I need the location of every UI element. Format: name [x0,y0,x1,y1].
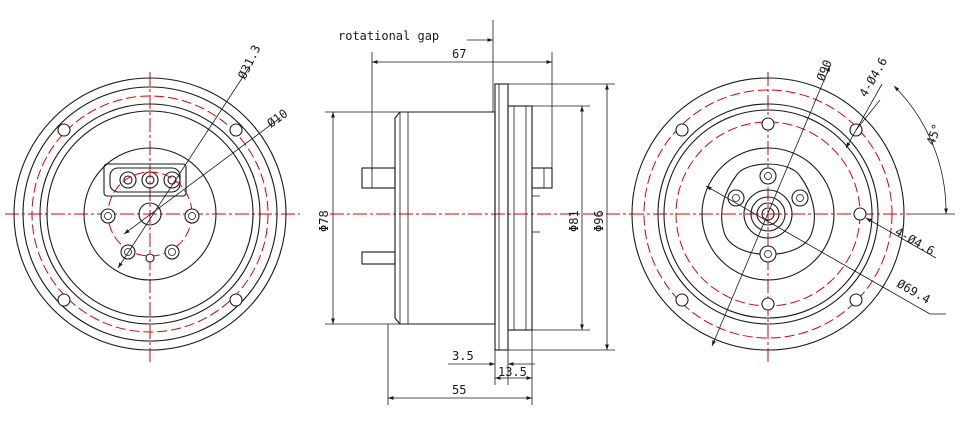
left-dim-10-leader [123,117,281,235]
right-holes-bottom-label: 4-Ø4.6 [893,224,938,258]
dim-55-label: 55 [452,383,466,397]
rotational-gap-label: rotational gap [338,29,439,43]
dim-67-label: 67 [452,47,466,61]
left-mount-hole [229,123,243,137]
left-mount-hole [57,123,71,137]
left-connector-pins [119,171,181,189]
left-shaft [138,202,162,226]
right-mount-hole [675,293,689,307]
side-rear-pin [361,251,396,265]
left-view [5,65,300,362]
right-holes-top-leader [845,83,883,149]
left-housing-inner-ring [46,110,254,318]
right-holes-bottom-leader [865,217,937,259]
left-mount-hole [229,293,243,307]
dim-96-label: Φ96 [592,210,606,232]
left-hole [184,208,200,224]
dim-13-5-label: 13.5 [498,365,527,379]
left-flange-inner-edge [22,86,278,342]
right-view [630,65,955,362]
side-output-housing [507,105,533,331]
right-dim-69-4-leader [705,185,931,315]
right-output-hole [761,297,775,311]
side-view [325,20,640,405]
side-motor-body [394,111,496,325]
right-bolt-circle [643,89,893,339]
side-rear-stud [361,167,396,189]
right-dim-90-leader [711,65,831,347]
dim-78-label: Φ78 [317,210,331,232]
right-dim-69-4-label: Ø69.4 [895,276,933,306]
left-outer-flange [13,77,287,351]
left-connector-plate [103,163,187,197]
right-dim-90-label: Ø90 [814,58,835,83]
right-angle-label: 45° [924,122,945,147]
left-dim-31-3-label: Ø31.3 [235,43,263,82]
right-mount-hole [849,293,863,307]
left-housing-ring [39,103,261,325]
side-flange-plate [494,83,509,351]
left-hole [100,208,116,224]
left-hole [164,244,180,260]
left-small-hole [145,253,155,263]
dim-3-5-label: 3.5 [452,349,474,363]
dim-81-label: Φ81 [567,210,581,232]
left-mount-hole [57,293,71,307]
right-mount-hole [675,123,689,137]
right-output-hole [761,117,775,131]
right-angle-arc [893,85,949,215]
side-front-stud [531,167,553,189]
right-holes-top-label: 4-Ø4.6 [856,55,890,100]
left-bolt-circle [31,95,269,333]
left-dim-31-3-leader [117,65,251,269]
left-hub-ring [83,147,217,281]
right-output-hole [853,207,867,221]
